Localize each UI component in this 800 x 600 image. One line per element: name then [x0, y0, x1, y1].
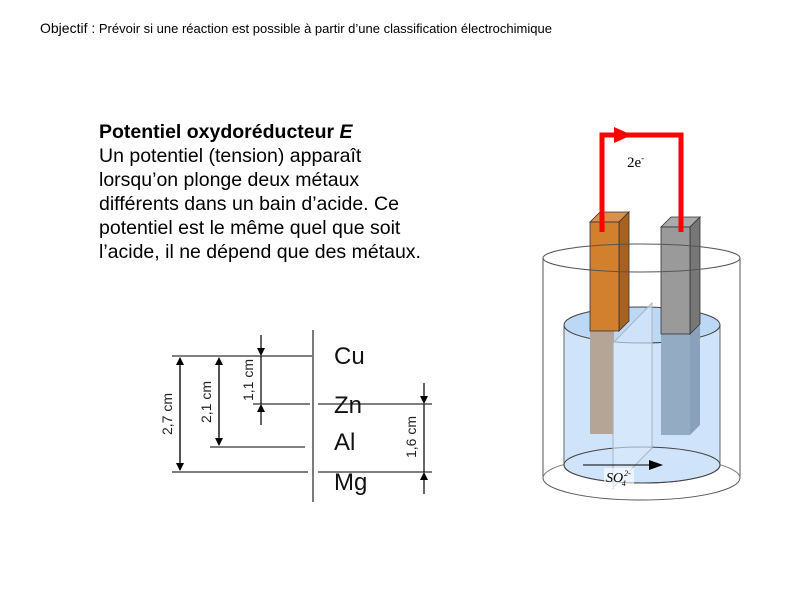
objective-text: Prévoir si une réaction est possible à p…	[95, 21, 552, 36]
zinc-electrode-submerged	[661, 334, 690, 435]
distance-cu-zn: 1,1 cm	[240, 359, 256, 401]
membrane	[613, 303, 652, 488]
section-line: l’acide, il ne dépend que des métaux.	[99, 241, 421, 263]
metal-cu: Cu	[334, 343, 365, 370]
potential-symbol: E	[339, 121, 353, 143]
section-title: Potentiel oxydoréducteur E	[99, 120, 499, 144]
distance-cu-mg: 2,7 cm	[159, 393, 175, 435]
section-line: Un potentiel (tension) apparaît	[99, 145, 362, 167]
copper-electrode-submerged	[590, 331, 614, 434]
zinc-electrode	[660, 216, 701, 335]
distance-zn-mg: 1,6 cm	[403, 416, 419, 458]
section-title-text: Potentiel oxydoréducteur	[99, 121, 340, 143]
metal-al: Al	[334, 429, 355, 456]
metal-zn: Zn	[334, 392, 362, 419]
section-line: potentiel est le même quel que soit	[99, 217, 401, 239]
section-text: Potentiel oxydoréducteur E Un potentiel …	[99, 120, 499, 264]
section-line: différents dans un bain d’acide. Ce	[99, 193, 399, 215]
metal-mg: Mg	[334, 469, 367, 496]
objective: Objectif : Prévoir si une réaction est p…	[40, 20, 560, 37]
beaker-rim	[542, 243, 741, 273]
distance-cu-al: 2,1 cm	[198, 381, 214, 423]
sulfate-ion-label: SO2-4	[606, 469, 631, 488]
objective-label: Objectif :	[40, 20, 96, 36]
electron-label: 2e-	[627, 153, 644, 171]
section-line: lorsqu’on plonge deux métaux	[99, 169, 360, 191]
